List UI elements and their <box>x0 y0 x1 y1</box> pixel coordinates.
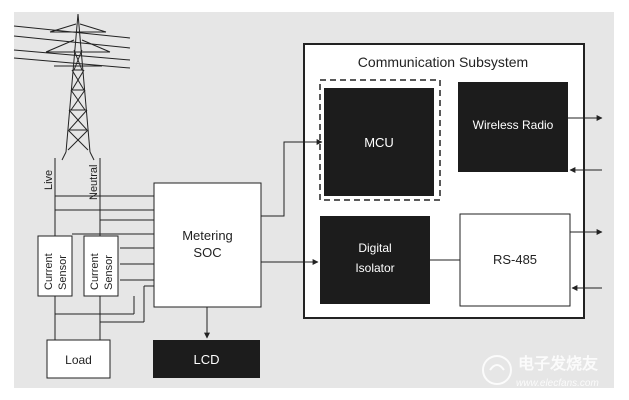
communication-subsystem-title: Communication Subsystem <box>358 54 528 70</box>
neutral-label: Neutral <box>88 165 100 200</box>
lcd-box <box>153 340 260 378</box>
current-sensor-live-line2: Sensor <box>57 255 69 290</box>
digital-isolator-box <box>320 216 430 304</box>
rs485-box <box>459 213 571 307</box>
metering-soc-line1: Metering <box>182 228 233 243</box>
current-sensor-neutral-line2: Sensor <box>103 255 115 290</box>
wireless-radio-box <box>458 82 568 172</box>
mcu-box <box>324 88 434 196</box>
metering-soc-box <box>153 182 262 308</box>
current-sensor-neutral-line1: Current <box>89 253 101 290</box>
mcu-label: MCU <box>364 135 394 150</box>
digital-isolator-line2: Isolator <box>355 261 394 275</box>
lcd-label: LCD <box>193 352 219 367</box>
live-label: Live <box>43 170 55 190</box>
wiring <box>54 158 154 340</box>
wireless-radio-label: Wireless Radio <box>473 118 554 132</box>
rs485-label: RS-485 <box>493 252 537 267</box>
current-sensor-live <box>37 235 73 297</box>
current-sensor-live-line1: Current <box>43 253 55 290</box>
elecfans-watermark: 电子发烧友 www.elecfans.com <box>482 354 599 389</box>
load-label: Load <box>65 353 92 367</box>
load-box <box>46 339 111 379</box>
metering-soc-line2: SOC <box>193 245 221 260</box>
current-sensor-neutral <box>83 235 119 297</box>
watermark-logo-icon <box>482 355 512 385</box>
watermark-cn-text: 电子发烧友 <box>518 354 599 373</box>
digital-isolator-line1: Digital <box>358 241 391 255</box>
connectors <box>261 115 603 291</box>
watermark-url-text: www.elecfans.com <box>516 378 599 389</box>
transmission-tower-icon <box>13 13 131 161</box>
